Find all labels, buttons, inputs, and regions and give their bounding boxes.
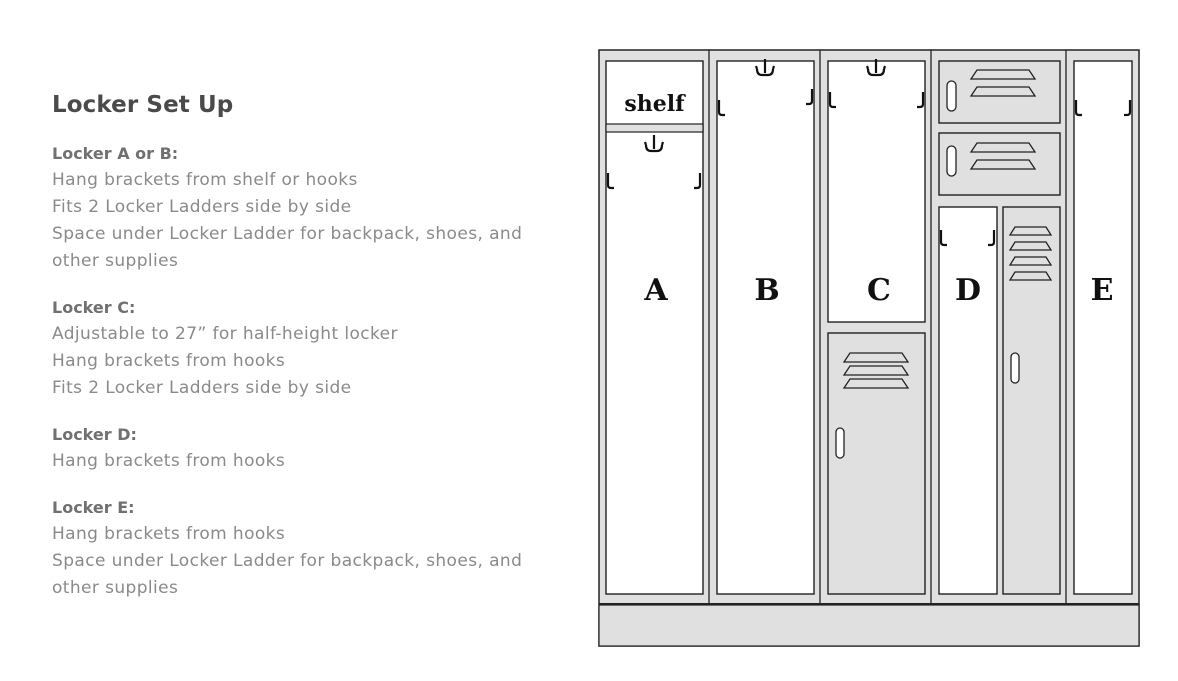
locker-base (598, 604, 1140, 647)
lower-door (827, 332, 926, 595)
section-line: Fits 2 Locker Ladders side by side (52, 378, 352, 398)
section-line: Space under Locker Ladder for backpack, … (52, 224, 523, 244)
section-heading: Locker A or B: (52, 144, 179, 163)
section-heading: Locker C: (52, 298, 136, 317)
locker-b: B (716, 57, 815, 595)
section-locker-e: Locker E: Hang brackets from hooks Space… (52, 494, 552, 602)
instructions-panel: Locker Set Up Locker A or B: Hang bracke… (52, 92, 552, 621)
door-handle-icon (1010, 352, 1020, 384)
locker-label-c: C (867, 273, 891, 308)
section-line: Hang brackets from hooks (52, 451, 286, 471)
upper-compartment (938, 60, 1061, 124)
vent-icon (1008, 226, 1053, 281)
section-line: other supplies (52, 251, 179, 271)
section-line: Space under Locker Ladder for backpack, … (52, 551, 523, 571)
locker-c: C (827, 57, 926, 595)
shelf-label: shelf (624, 91, 686, 117)
section-line: other supplies (52, 578, 179, 598)
section-locker-a-b: Locker A or B: Hang brackets from shelf … (52, 140, 552, 275)
locker-label-a: A (643, 273, 668, 308)
locker-label-e: E (1091, 273, 1114, 308)
locker-e: E (1073, 60, 1133, 595)
section-locker-d: Locker D: Hang brackets from hooks (52, 421, 552, 475)
middle-compartment (938, 132, 1061, 196)
section-locker-c: Locker C: Adjustable to 27” for half-hei… (52, 294, 552, 402)
section-line: Fits 2 Locker Ladders side by side (52, 197, 352, 217)
door-handle-icon (835, 427, 845, 459)
locker-label-d: D (955, 273, 981, 308)
locker-label-b: B (754, 273, 779, 308)
section-line: Hang brackets from shelf or hooks (52, 170, 358, 190)
locker-d: D (938, 60, 1061, 595)
door-handle-icon (946, 80, 957, 112)
section-heading: Locker D: (52, 425, 137, 444)
section-line: Adjustable to 27” for half-height locker (52, 324, 398, 344)
section-heading: Locker E: (52, 498, 135, 517)
section-line: Hang brackets from hooks (52, 524, 286, 544)
door-handle-icon (946, 145, 957, 177)
section-line: Hang brackets from hooks (52, 351, 286, 371)
shelf (605, 123, 704, 133)
locker-a: shelf A (605, 60, 704, 595)
locker-diagram: shelf A B C D (598, 49, 1140, 647)
page-title: Locker Set Up (52, 92, 234, 118)
